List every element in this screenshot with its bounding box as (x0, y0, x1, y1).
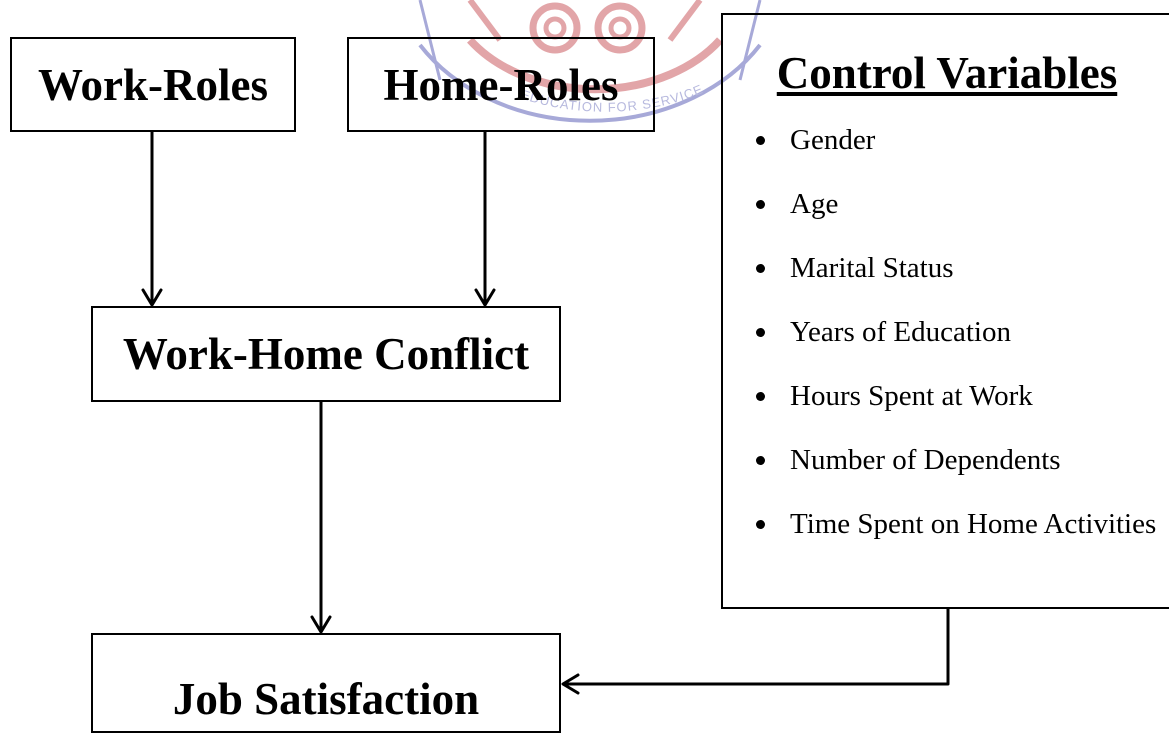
control-variables-list: Gender Age Marital Status Years of Educa… (723, 123, 1163, 541)
home-roles-box: Home-Roles (347, 37, 655, 132)
control-item-label: Gender (790, 124, 876, 156)
work-roles-label: Work-Roles (38, 59, 268, 110)
control-item-marital-status: Marital Status (723, 251, 1163, 285)
bullet-icon (756, 392, 765, 401)
control-item-label: Marital Status (790, 252, 954, 284)
control-item-age: Age (723, 187, 1163, 221)
job-satisfaction-box: Job Satisfaction (91, 633, 561, 733)
bullet-icon (756, 520, 765, 529)
bullet-icon (756, 200, 765, 209)
control-item-time-spent-on-home-activities: Time Spent on Home Activities (723, 507, 1163, 541)
control-item-gender: Gender (723, 123, 1163, 157)
control-item-years-of-education: Years of Education (723, 315, 1163, 349)
control-variables-title: Control Variables (776, 48, 1118, 98)
work-home-conflict-box: Work-Home Conflict (91, 306, 561, 402)
bullet-icon (756, 328, 765, 337)
control-item-label: Hours Spent at Work (790, 380, 1033, 412)
bullet-icon (756, 136, 765, 145)
bullet-icon (756, 264, 765, 273)
control-item-hours-spent-at-work: Hours Spent at Work (723, 379, 1163, 413)
control-item-label: Years of Education (790, 316, 1011, 348)
work-roles-box: Work-Roles (10, 37, 296, 132)
control-item-label: Time Spent on Home Activities (790, 508, 1157, 540)
control-item-number-of-dependents: Number of Dependents (723, 443, 1163, 477)
job-satisfaction-label: Job Satisfaction (172, 674, 480, 724)
control-variables-box: Control Variables Gender Age Marital Sta… (721, 13, 1169, 609)
control-item-label: Number of Dependents (790, 444, 1061, 476)
work-home-conflict-label: Work-Home Conflict (122, 329, 530, 379)
home-roles-label: Home-Roles (383, 59, 619, 110)
control-item-label: Age (790, 188, 839, 220)
bullet-icon (756, 456, 765, 465)
